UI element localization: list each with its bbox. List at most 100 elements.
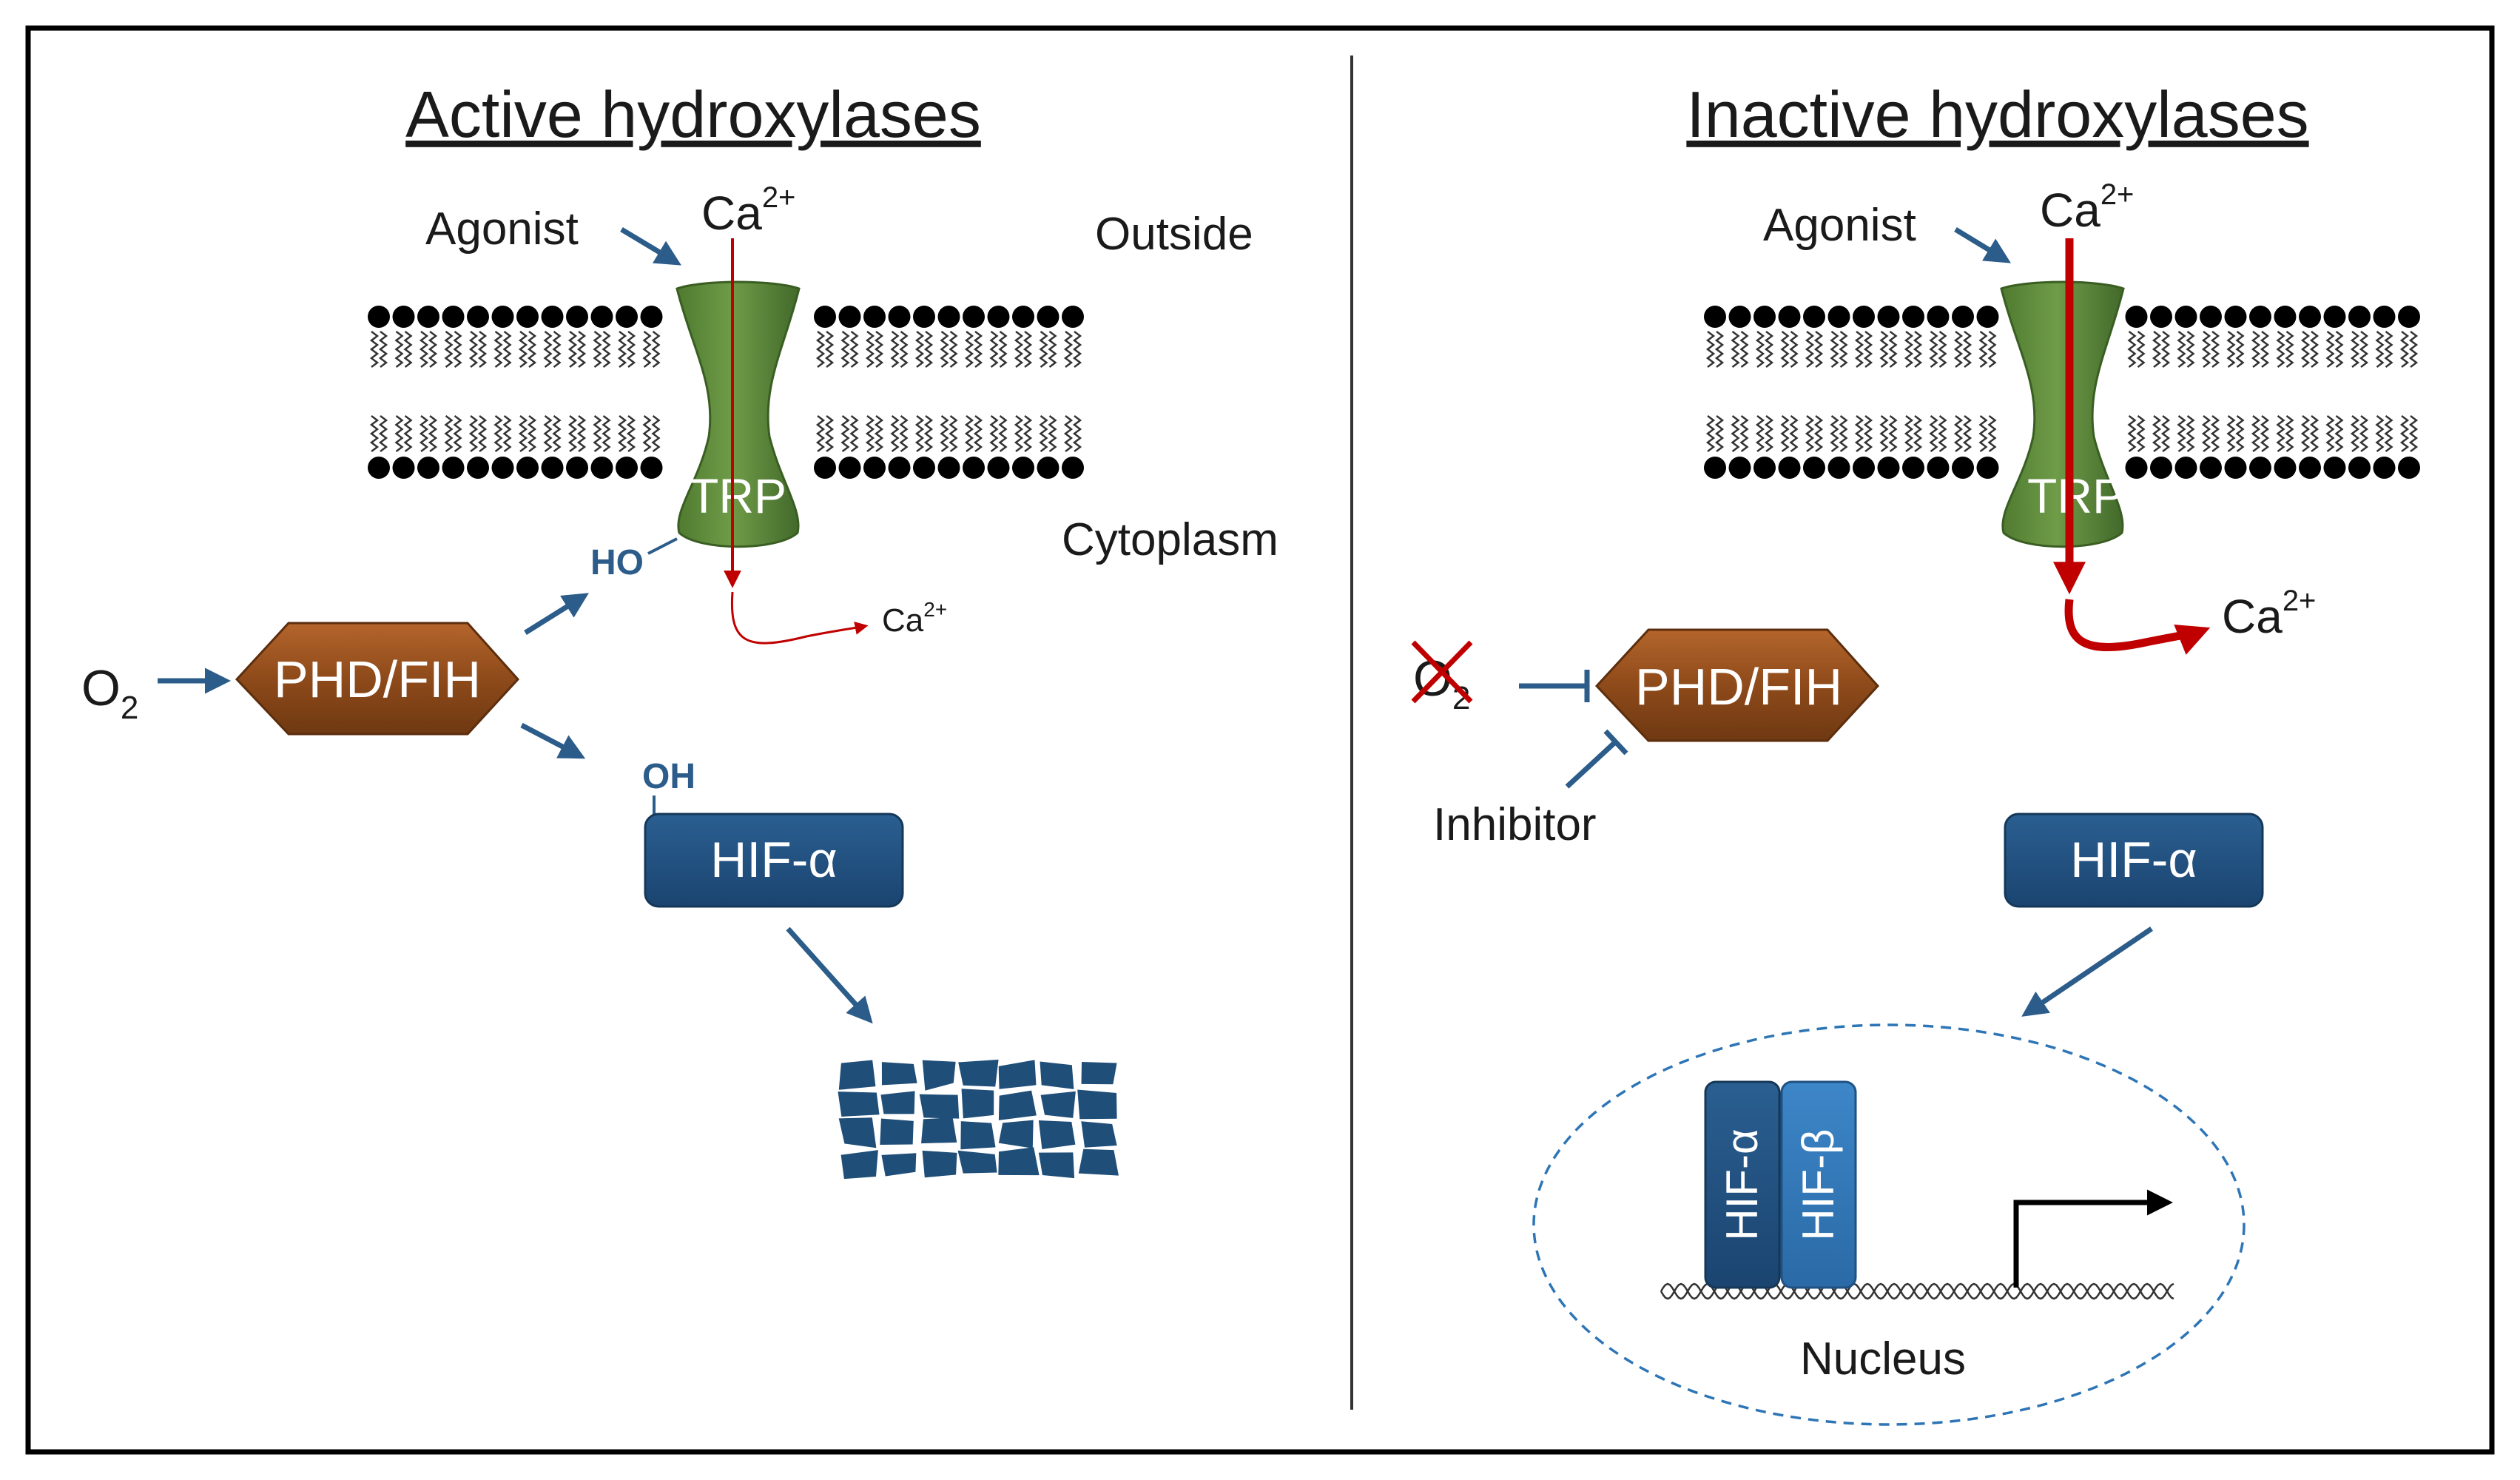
outer-border	[25, 25, 2495, 1455]
lipid-head	[1927, 306, 1950, 328]
right-ca-exit-arrow	[2064, 599, 2211, 655]
lipid-head	[888, 306, 911, 328]
hif-fragment	[998, 1060, 1037, 1089]
lipid-head	[937, 306, 960, 328]
hif-fragment	[921, 1117, 957, 1144]
lipid-head	[2398, 306, 2420, 328]
lipid-head	[2373, 306, 2396, 328]
right-nucleus-outline	[1532, 1023, 2246, 1426]
lipid-head	[516, 306, 539, 328]
lipid-head	[1827, 457, 1850, 479]
lipid-head	[541, 457, 564, 479]
left-ho-bond	[647, 537, 678, 555]
lipid-head	[2200, 306, 2222, 328]
lipid-head	[1976, 306, 1999, 328]
left-trp-label: TRP	[689, 468, 786, 523]
left-ca-out-label: Ca2+	[882, 598, 947, 639]
lipid-head	[417, 457, 439, 479]
lipid-head	[467, 457, 489, 479]
left-degraded-hif-fragments	[838, 1059, 1119, 1180]
hif-fragment	[880, 1118, 914, 1145]
lipid-head	[442, 457, 465, 479]
right-hif-alpha-vertical-box	[1704, 1080, 1781, 1289]
lipid-head	[863, 306, 886, 328]
hif-fragment	[881, 1153, 917, 1177]
lipid-head	[590, 306, 613, 328]
lipid-head	[1952, 306, 1974, 328]
left-o2-label: O2	[81, 660, 138, 726]
lipid-head	[2249, 306, 2271, 328]
lipid-head	[442, 306, 465, 328]
lipid-head	[2249, 457, 2271, 479]
lipid-head	[2398, 457, 2420, 479]
lipid-head	[566, 457, 588, 479]
hif-fragment	[958, 1059, 999, 1087]
lipid-head	[2125, 306, 2148, 328]
lipid-head	[566, 306, 588, 328]
lipid-head	[2348, 306, 2371, 328]
left-oh-label: OH	[642, 757, 695, 796]
lipid-head	[1803, 457, 1825, 479]
lipid-head	[987, 306, 1010, 328]
lipid-head	[1803, 306, 1825, 328]
lipid-head	[2174, 306, 2197, 328]
left-hif-alpha-box	[644, 813, 904, 908]
right-o2-cross-icon	[1411, 640, 1473, 704]
lipid-head	[1927, 457, 1950, 479]
lipid-head	[1012, 457, 1034, 479]
left-enzyme-to-hif-arrow	[520, 722, 586, 759]
lipid-head	[417, 306, 439, 328]
lipid-head	[1976, 457, 1999, 479]
left-agonist-arrow	[620, 226, 682, 266]
lipid-head	[467, 306, 489, 328]
lipid-head	[616, 457, 638, 479]
hif-fragment	[1078, 1148, 1119, 1176]
right-trp-label: TRP	[2027, 468, 2125, 523]
right-hif-beta-vertical-box	[1780, 1080, 1857, 1289]
right-agonist-arrow	[1954, 227, 2011, 263]
right-transcription-arrow	[2013, 1189, 2173, 1288]
left-membrane	[368, 306, 1084, 479]
hif-fragment	[922, 1150, 957, 1178]
hif-fragment	[881, 1062, 917, 1086]
left-enzyme-to-trp-arrow	[524, 593, 589, 635]
right-trp-channel	[2000, 280, 2125, 548]
lipid-head	[2373, 457, 2396, 479]
lipid-head	[2224, 457, 2247, 479]
lipid-head	[1704, 306, 1726, 328]
left-cytoplasm-label: Cytoplasm	[1062, 514, 1278, 565]
lipid-head	[987, 457, 1010, 479]
hif-fragment	[1081, 1062, 1117, 1085]
lipid-head	[1952, 457, 1974, 479]
lipid-head	[368, 306, 390, 328]
lipid-head	[1753, 306, 1776, 328]
lipid-head	[913, 457, 935, 479]
hif-fragment	[1077, 1089, 1117, 1120]
lipid-head	[838, 457, 861, 479]
right-hif-alpha-label: HIF-α	[2070, 832, 2197, 888]
right-o2-inhibition-line	[1519, 670, 1590, 702]
hif-fragment	[919, 1094, 960, 1119]
lipid-head	[2200, 457, 2222, 479]
lipid-head	[2323, 457, 2346, 479]
lipid-head	[1877, 457, 1900, 479]
lipid-head	[2299, 306, 2321, 328]
right-inhibitor-label: Inhibitor	[1433, 799, 1597, 850]
lipid-head	[640, 457, 663, 479]
lipid-head	[814, 457, 836, 479]
left-outside-label: Outside	[1095, 209, 1253, 260]
lipid-head	[937, 457, 960, 479]
lipid-head	[2174, 457, 2197, 479]
lipid-head	[1853, 457, 1875, 479]
lipid-head	[1902, 306, 1924, 328]
left-degradation-arrow	[786, 926, 873, 1024]
lipid-head	[1728, 306, 1751, 328]
hif-fragment	[838, 1092, 880, 1117]
left-ho-label: HO	[590, 543, 644, 582]
hif-fragment	[1040, 1061, 1074, 1089]
hif-fragment	[957, 1150, 997, 1174]
hif-fragment	[840, 1150, 878, 1180]
lipid-head	[2274, 457, 2297, 479]
lipid-head	[516, 457, 539, 479]
left-ca-in-label: Ca2+	[701, 181, 795, 240]
